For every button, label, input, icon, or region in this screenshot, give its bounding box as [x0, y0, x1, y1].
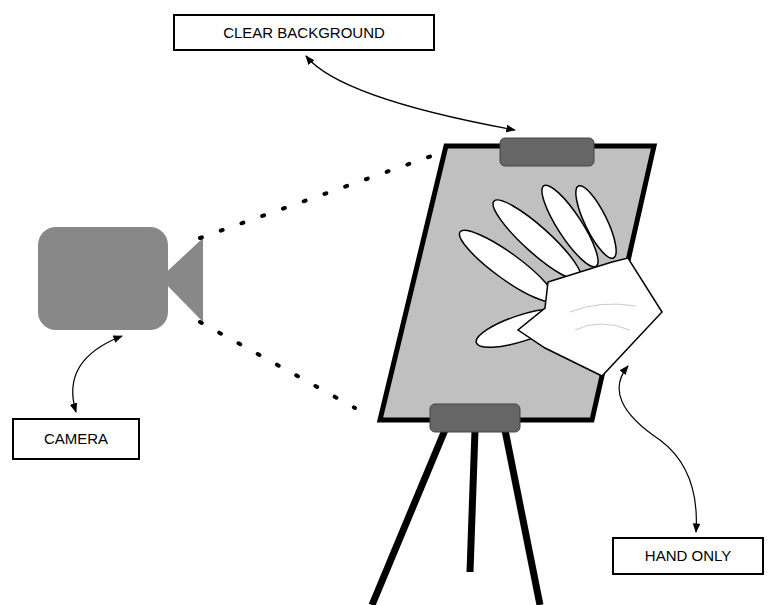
callout-label: CLEAR BACKGROUND — [223, 24, 385, 42]
hand — [452, 179, 662, 376]
label-box: HAND ONLY — [612, 537, 764, 575]
leader-lines — [73, 56, 697, 532]
callout-label: CAMERA — [44, 430, 108, 448]
label-box: CAMERA — [12, 418, 140, 460]
field-of-view — [200, 153, 440, 408]
label-box: CLEAR BACKGROUND — [173, 14, 435, 51]
top-clip — [500, 138, 594, 166]
camera — [38, 227, 203, 330]
easel-board — [380, 146, 654, 420]
bottom-clip — [430, 404, 520, 432]
tripod-legs — [372, 430, 540, 605]
callout-label: HAND ONLY — [645, 547, 731, 565]
